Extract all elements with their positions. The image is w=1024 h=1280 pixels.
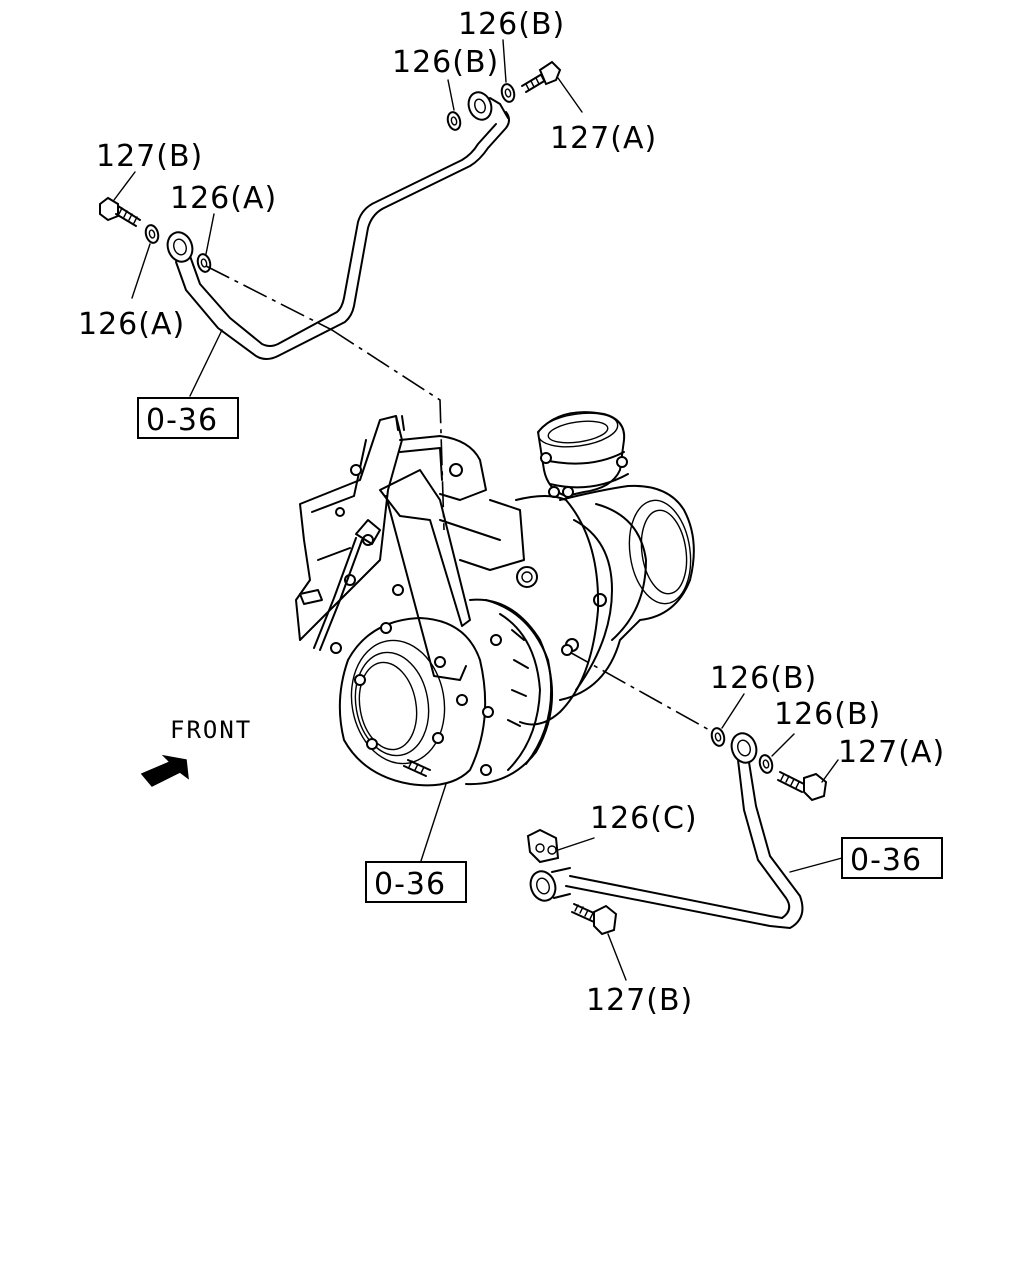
ref-lower-pipe-text: 0-36 — [850, 843, 922, 878]
label-126b-top-upper: 126(B) — [458, 7, 565, 42]
upper-leader-lines — [113, 39, 583, 397]
front-indicator: FRONT — [140, 716, 252, 787]
front-arrow-icon — [140, 754, 189, 787]
front-label: FRONT — [170, 716, 252, 744]
turbocharger-assembly — [295, 411, 695, 787]
upper-fasteners — [99, 60, 562, 273]
label-127a-top: 127(A) — [550, 121, 657, 156]
label-126b-top-lower: 126(B) — [392, 45, 499, 80]
part-labels: 126(B) 126(B) 127(A) 127(B) 126(A) 126(A… — [78, 7, 945, 1018]
lower-oil-pipe — [529, 732, 804, 929]
alignment-lines — [205, 265, 721, 737]
label-126c-bottom: 126(C) — [590, 801, 698, 836]
ref-box-lower-pipe: 0-36 — [841, 837, 943, 879]
label-127b-left: 127(B) — [96, 139, 203, 174]
label-126b-right-lower: 126(B) — [774, 697, 881, 732]
label-127b-bottom: 127(B) — [586, 983, 693, 1018]
ref-turbo-text: 0-36 — [374, 867, 446, 902]
ref-upper-pipe-text: 0-36 — [146, 403, 218, 438]
upper-oil-pipe — [166, 91, 510, 360]
label-126a-left-upper: 126(A) — [170, 181, 277, 216]
lower-leader-lines — [419, 693, 843, 981]
ref-box-turbo: 0-36 — [365, 861, 467, 903]
ref-box-upper-pipe: 0-36 — [137, 397, 239, 439]
lower-fasteners — [526, 727, 828, 936]
label-126a-left-lower: 126(A) — [78, 307, 185, 342]
label-126b-right-upper: 126(B) — [710, 661, 817, 696]
label-127a-right: 127(A) — [838, 735, 945, 770]
